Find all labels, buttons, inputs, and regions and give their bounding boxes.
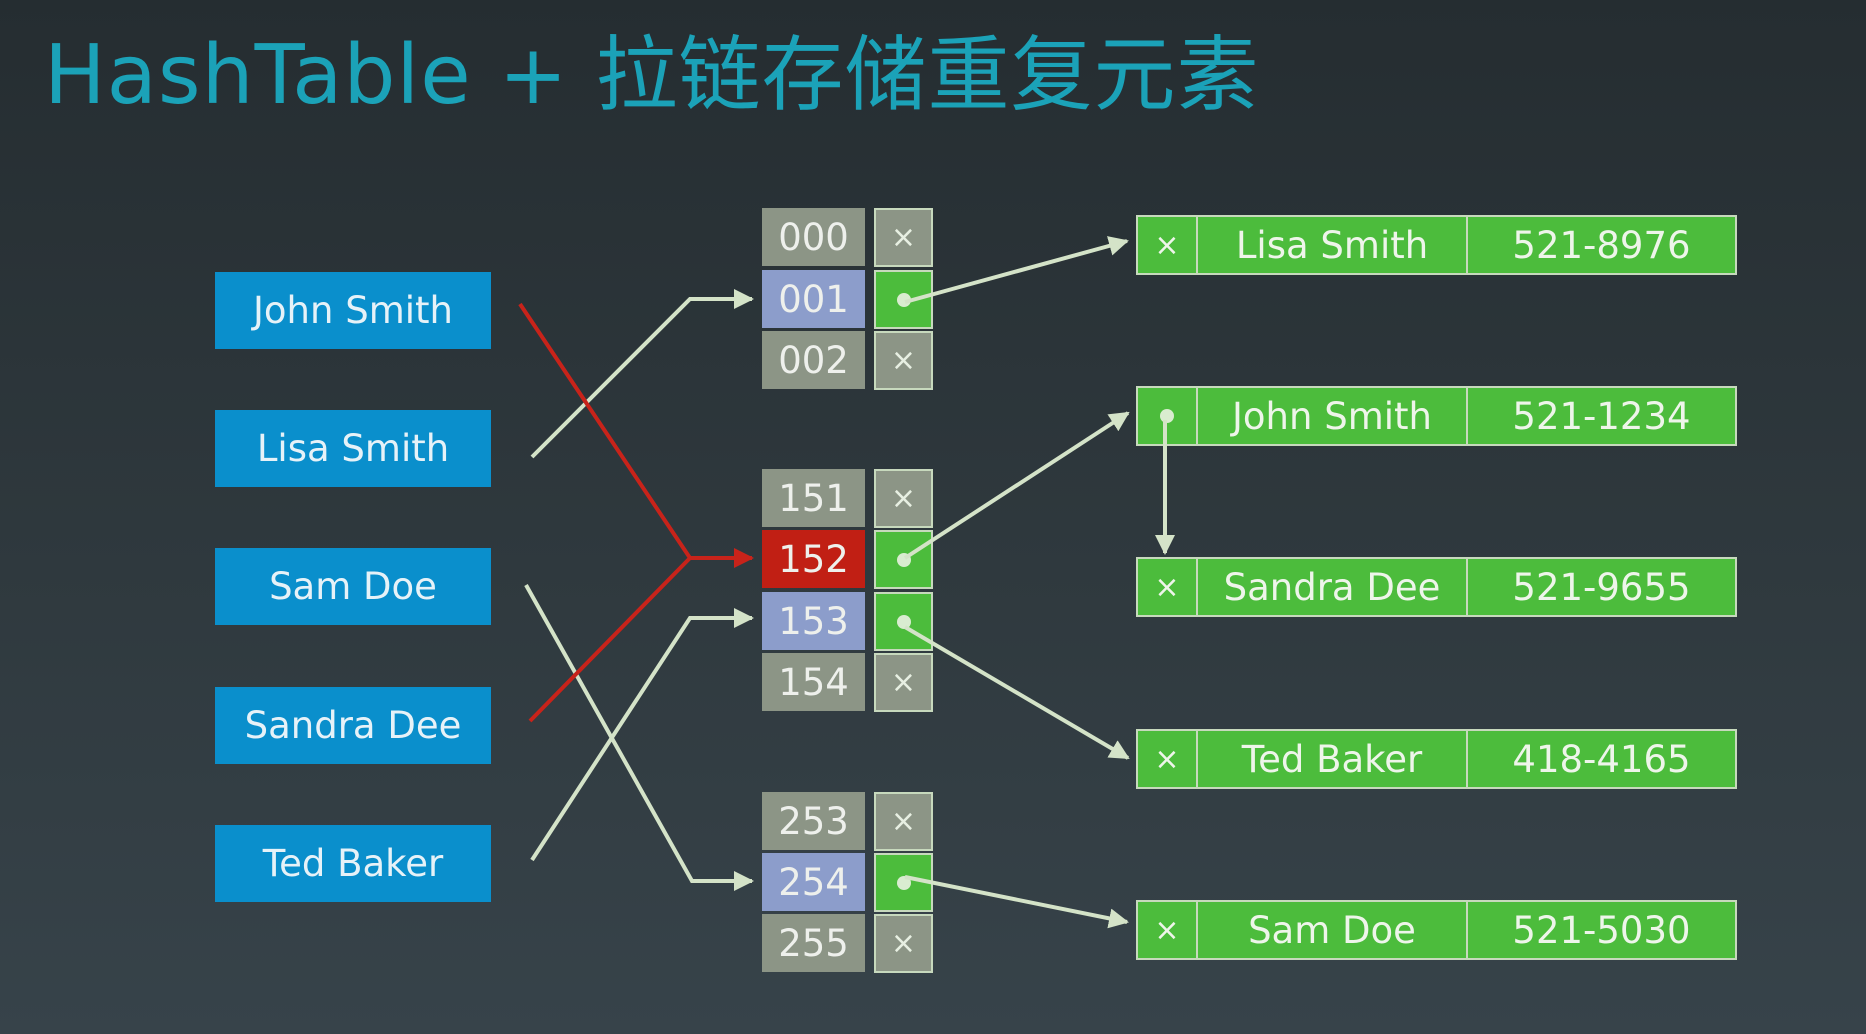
slot-253-null: × — [874, 792, 933, 851]
entry-name: Ted Baker — [1198, 731, 1468, 787]
slot-154-null: × — [874, 653, 933, 712]
arrow-153-to-ted-baker — [903, 625, 1130, 760]
entry-phone: 521-1234 — [1512, 394, 1691, 438]
entry-john-smith: John Smith 521-1234 — [1136, 386, 1737, 446]
entry-name: Lisa Smith — [1198, 217, 1468, 273]
slot-254-pointer — [874, 853, 933, 912]
arrow-john-smith-to-152 — [518, 302, 754, 568]
arrow-254-to-sam-doe — [904, 875, 1129, 929]
entry-phone: 521-8976 — [1512, 223, 1691, 267]
slot-153-pointer — [874, 592, 933, 651]
pointer-dot — [896, 614, 911, 629]
bucket-002: 002 — [762, 331, 865, 389]
arrow-lisa-smith-to-001 — [530, 289, 754, 459]
bucket-001: 001 — [762, 270, 865, 328]
slot-255-null: × — [874, 914, 933, 973]
entry-phone: 521-9655 — [1512, 565, 1691, 609]
bucket-154: 154 — [762, 653, 865, 711]
slot-152-pointer — [874, 530, 933, 589]
entry-sam-doe: × Sam Doe 521-5030 — [1136, 900, 1737, 960]
entry-next-pointer — [1138, 388, 1198, 444]
entry-name: Sam Doe — [1198, 902, 1468, 958]
entry-phone: 418-4165 — [1512, 737, 1691, 781]
bucket-152: 152 — [762, 530, 865, 588]
entry-next-null: × — [1138, 731, 1198, 787]
key-john-smith: John Smith — [215, 272, 491, 349]
entry-next-null: × — [1138, 559, 1198, 615]
slot-002-null: × — [874, 331, 933, 390]
slot-001-pointer — [874, 270, 933, 329]
arrow-ted-baker-to-153 — [530, 608, 754, 862]
key-sam-doe: Sam Doe — [215, 548, 491, 625]
bucket-254: 254 — [762, 853, 865, 911]
key-ted-baker: Ted Baker — [215, 825, 491, 902]
pointer-dot — [1160, 409, 1174, 423]
entry-name: John Smith — [1198, 388, 1468, 444]
arrow-sandra-dee-to-152 — [528, 556, 692, 723]
bucket-153: 153 — [762, 592, 865, 650]
page-title: HashTable + 拉链存储重复元素 — [44, 28, 1260, 123]
entry-next-null: × — [1138, 902, 1198, 958]
entry-name: Sandra Dee — [1198, 559, 1468, 615]
arrow-sam-doe-to-254 — [524, 584, 754, 891]
bucket-151: 151 — [762, 469, 865, 527]
bucket-253: 253 — [762, 792, 865, 850]
slot-000-null: × — [874, 208, 933, 267]
entry-phone: 521-5030 — [1512, 908, 1691, 952]
entry-ted-baker: × Ted Baker 418-4165 — [1136, 729, 1737, 789]
key-sandra-dee: Sandra Dee — [215, 687, 491, 764]
entry-lisa-smith: × Lisa Smith 521-8976 — [1136, 215, 1737, 275]
key-lisa-smith: Lisa Smith — [215, 410, 491, 487]
arrow-152-to-john-smith — [903, 411, 1130, 560]
arrow-001-to-lisa-smith — [904, 236, 1129, 304]
bucket-255: 255 — [762, 914, 865, 972]
bucket-000: 000 — [762, 208, 865, 266]
entry-next-null: × — [1138, 217, 1198, 273]
entry-sandra-dee: × Sandra Dee 521-9655 — [1136, 557, 1737, 617]
slot-151-null: × — [874, 469, 933, 528]
